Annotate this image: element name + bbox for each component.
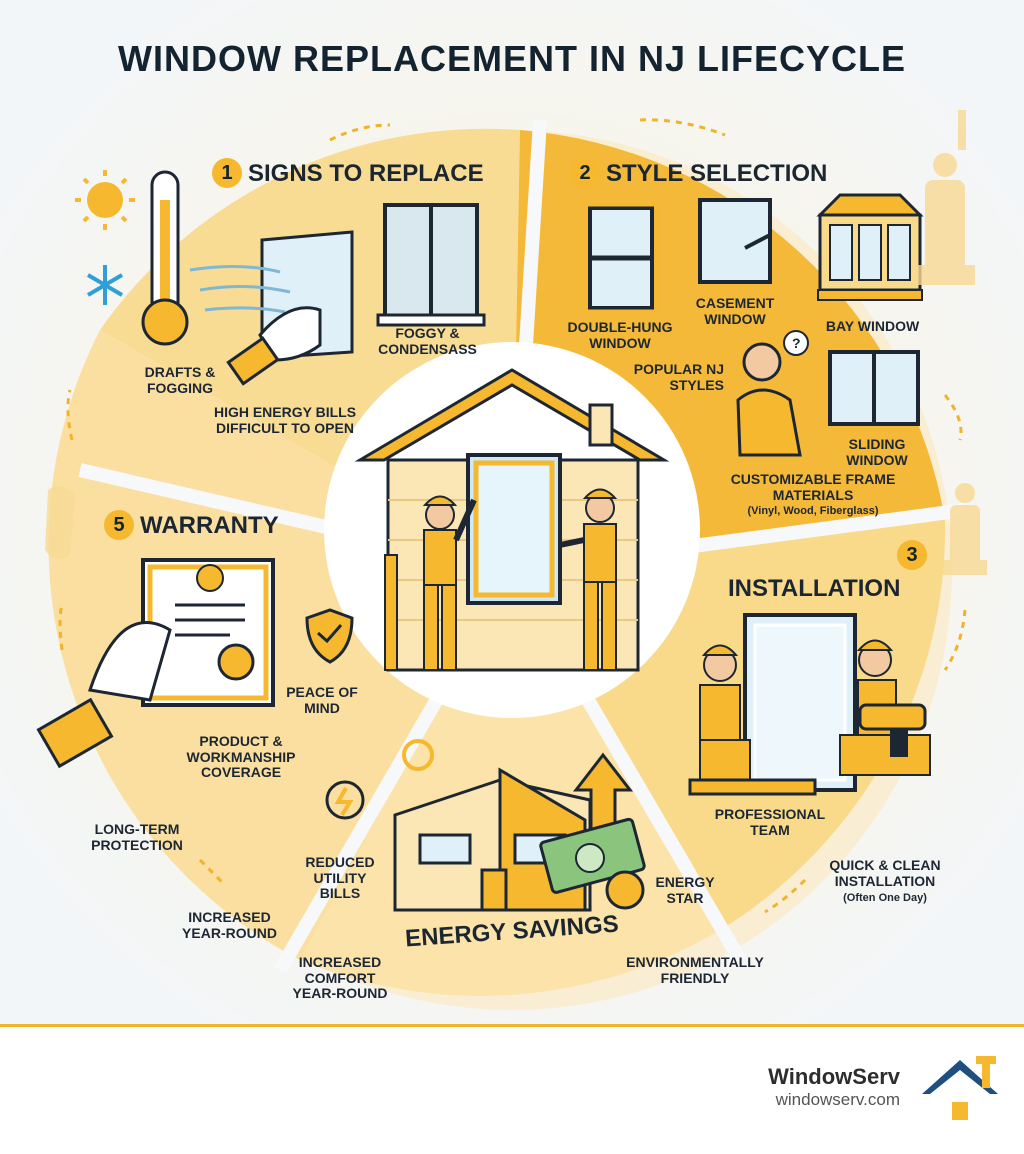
label-yearround: INCREASED YEAR-ROUND — [182, 909, 277, 941]
section-title-installation: INSTALLATION — [728, 575, 900, 603]
section-number: 1 — [212, 158, 242, 188]
snowflake-icon — [86, 265, 124, 305]
statue-of-liberty-icon — [915, 110, 975, 285]
level-tool-icon — [384, 554, 398, 671]
label-casement: CASEMENT WINDOW — [695, 295, 775, 327]
label-sliding: SLIDING WINDOW — [846, 436, 908, 468]
section-number: 2 — [570, 158, 600, 188]
person-thinking-icon: ? — [736, 330, 809, 457]
hand-icon — [36, 621, 172, 769]
label-comfort: INCREASED COMFORT YEAR-ROUND — [292, 954, 388, 1002]
label-high-energy-bills: HIGH ENERGY BILLS DIFFICULT TO OPEN — [213, 404, 357, 436]
level-tool-icon — [688, 778, 817, 796]
certificate-icon — [141, 558, 275, 707]
label-bay: BAY WINDOW — [825, 318, 920, 334]
power-icon — [325, 780, 365, 820]
double-hung-window-icon — [584, 203, 658, 313]
label-peace: PEACE OF MIND — [286, 684, 358, 716]
label-coverage: PRODUCT & WORKMANSHIP COVERAGE — [186, 733, 296, 781]
brand-name: WindowServ — [768, 1064, 900, 1089]
section-title-text: STYLE SELECTION — [606, 160, 828, 187]
brand-url: windowserv.com — [775, 1090, 900, 1109]
label-double-hung: DOUBLE-HUNG WINDOW — [567, 319, 673, 351]
worker-icon — [559, 488, 618, 671]
label-quick: QUICK & CLEAN INSTALLATION — [829, 857, 941, 889]
sun-icon — [75, 170, 135, 230]
label-popular: POPULAR NJ STYLES — [633, 361, 724, 393]
sun-icon — [402, 739, 434, 771]
page-title: WINDOW REPLACEMENT IN NJ LIFECYCLE — [118, 38, 906, 79]
thermometer-icon — [141, 170, 189, 346]
shield-check-icon — [305, 608, 354, 664]
label-team: PROFESSIONAL TEAM — [714, 806, 826, 838]
section-title-text: WARRANTY — [140, 512, 279, 539]
lifecycle-diagram: ? — [0, 0, 1024, 1024]
label-longterm: LONG-TERM PROTECTION — [91, 821, 183, 853]
worker-icon — [699, 644, 751, 781]
statue-of-liberty-icon — [943, 483, 987, 575]
bay-window-icon — [816, 193, 924, 301]
nj-map-icon — [45, 486, 75, 559]
svg-text:?: ? — [792, 335, 801, 351]
casement-window-icon — [698, 198, 772, 284]
energy-house-icon — [393, 767, 592, 912]
cycle-arrows — [58, 118, 967, 914]
footer — [0, 1024, 1024, 1154]
drafty-window-icon — [189, 230, 354, 386]
installation-window-icon — [743, 613, 857, 792]
label-frame-sub: (Vinyl, Wood, Fiberglass) — [747, 505, 879, 517]
section-number: 3 — [897, 540, 927, 570]
label-drafts: DRAFTS & FOGGING — [144, 364, 216, 396]
brand-logo-icon — [922, 1056, 998, 1120]
section-title-text: SIGNS TO REPLACE — [248, 160, 484, 187]
brand-block: WindowServ windowserv.com — [768, 1064, 900, 1110]
section-number-installation: 3 — [897, 540, 933, 570]
label-frame: CUSTOMIZABLE FRAME MATERIALS — [730, 471, 896, 503]
label-environment: ENVIRONMENTALLY FRIENDLY — [626, 954, 764, 986]
label-foggy: FOGGY & CONDENSASS — [378, 325, 477, 357]
label-energy-star: ENERGY STAR — [655, 874, 715, 906]
center-house-icon — [354, 368, 670, 672]
dollar-bill-icon — [539, 817, 646, 910]
foggy-window-icon — [376, 203, 486, 327]
section-title-text: INSTALLATION — [728, 575, 901, 602]
label-quick-sub: (Often One Day) — [843, 892, 927, 904]
section-number: 5 — [104, 510, 134, 540]
label-reduced: REDUCED UTILITY BILLS — [305, 854, 375, 902]
drill-icon — [858, 703, 927, 757]
sliding-window-icon — [828, 350, 920, 426]
worker-icon — [422, 495, 477, 671]
